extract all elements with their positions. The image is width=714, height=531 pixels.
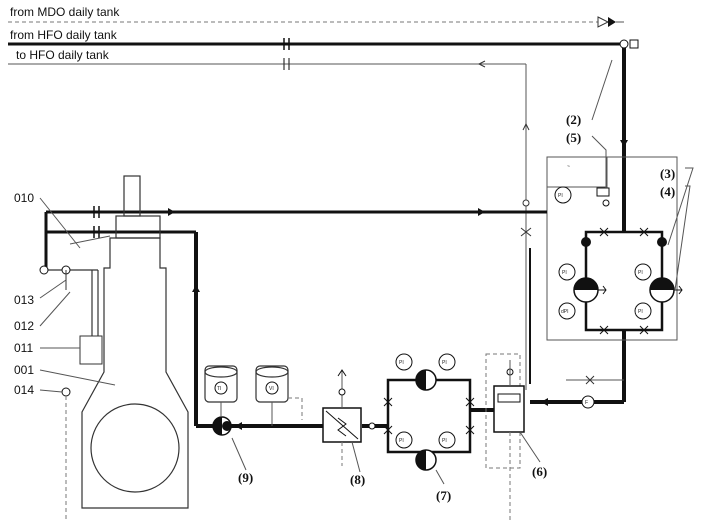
booster-unit: ~ PI PI dPI PI PI <box>546 156 683 341</box>
svg-text:PI: PI <box>399 438 404 444</box>
crankcase <box>90 403 180 493</box>
svg-text:PI: PI <box>638 270 643 276</box>
three-way-valve <box>619 39 629 49</box>
label-013: 013 <box>14 293 34 307</box>
main-bottom-pipe: F <box>196 375 624 430</box>
component-7-filters: PI PI PI PI <box>383 353 475 485</box>
label-014: 014 <box>14 383 34 397</box>
svg-text:PI: PI <box>562 270 567 276</box>
drain-014 <box>61 387 71 397</box>
leader-lines-right <box>591 59 694 291</box>
label-c5: (5) <box>566 130 581 145</box>
engine-stack <box>123 175 141 217</box>
component-number-labels: (2) (5) (3) (4) (6) (7) (8) (9) <box>238 112 675 503</box>
svg-text:PI: PI <box>399 360 404 366</box>
label-c6: (6) <box>532 464 547 479</box>
svg-text:PI: PI <box>442 360 447 366</box>
label-to-hfo: to HFO daily tank <box>16 48 110 62</box>
return-vertical-pipe <box>520 64 532 390</box>
label-c7: (7) <box>436 488 451 503</box>
svg-text:dPI: dPI <box>561 309 569 315</box>
booster-frame <box>546 156 678 341</box>
engine-block <box>81 237 189 509</box>
svg-text:PI: PI <box>558 193 563 199</box>
engine-inlet-pipe <box>46 226 200 426</box>
engine-labels: 010 013 012 011 001 014 <box>14 191 34 397</box>
engine-body <box>39 175 189 520</box>
svg-text:VI: VI <box>269 386 274 392</box>
mixing-tank <box>493 385 525 433</box>
label-001: 001 <box>14 363 34 377</box>
svg-text:PI: PI <box>442 438 447 444</box>
flow-meter <box>581 395 595 409</box>
label-012: 012 <box>14 319 34 333</box>
svg-text:TI: TI <box>217 386 221 392</box>
svg-text:~: ~ <box>567 164 570 170</box>
mdo-check-valve <box>597 16 610 28</box>
svg-text:F: F <box>585 400 588 406</box>
right-vertical-pipe <box>620 48 628 402</box>
label-c2: (2) <box>566 112 581 127</box>
label-c4: (4) <box>660 184 675 199</box>
component-8-heater <box>322 369 376 473</box>
component-6-mixing-tank <box>485 353 541 520</box>
pressure-gauge-top <box>554 186 572 204</box>
label-c9: (9) <box>238 470 253 485</box>
label-011: 011 <box>14 341 33 355</box>
label-010: 010 <box>14 191 34 205</box>
supply-lines: from MDO daily tank from HFO daily tank … <box>8 5 639 70</box>
svg-text:PI: PI <box>638 309 643 315</box>
label-c3: (3) <box>660 166 675 181</box>
label-from-mdo: from MDO daily tank <box>10 5 120 19</box>
component-9: TI VI <box>204 365 303 471</box>
label-c8: (8) <box>350 472 365 487</box>
label-from-hfo: from HFO daily tank <box>10 28 118 42</box>
engine-leaders <box>39 197 116 393</box>
component-011 <box>79 335 103 365</box>
engine-top-pipe <box>44 206 547 268</box>
